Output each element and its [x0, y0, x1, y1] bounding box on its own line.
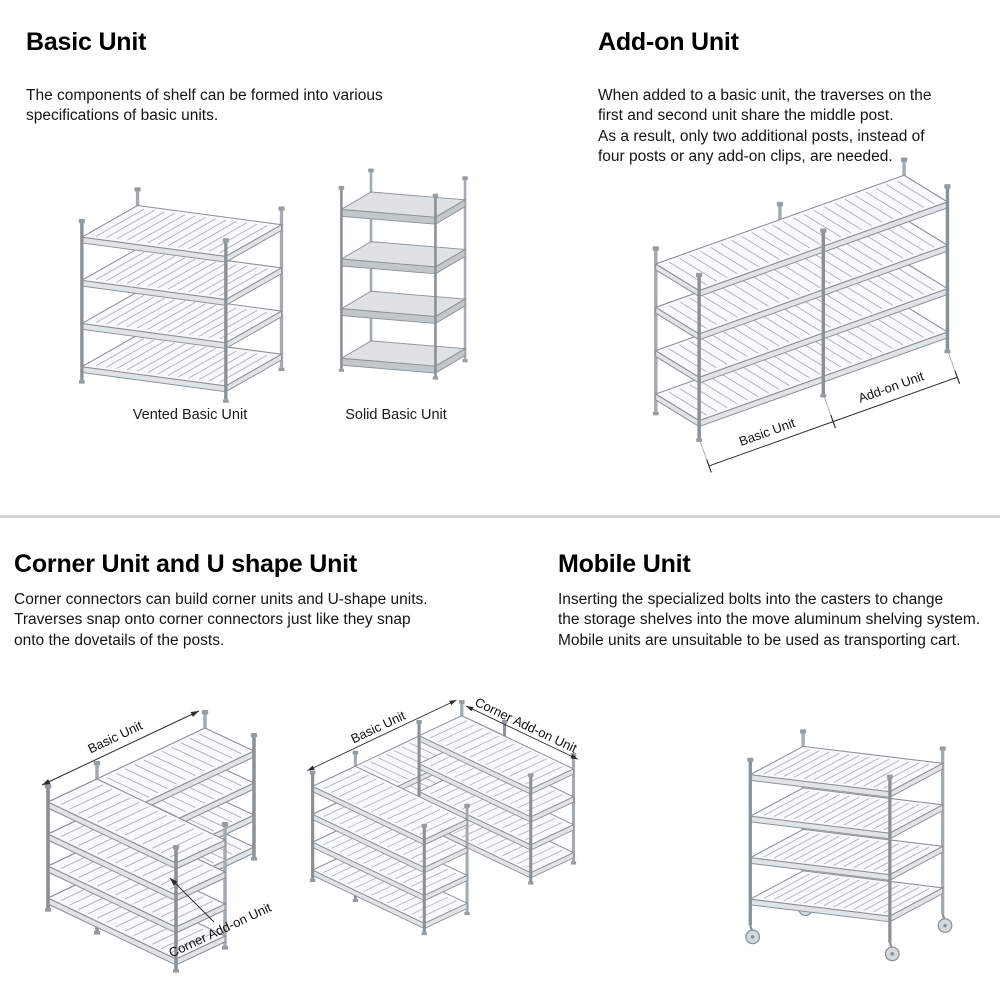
vented-basic-unit-illustration [78, 187, 285, 403]
ushape-unit-illustration [307, 699, 579, 936]
mobile-unit-illustration [745, 729, 953, 962]
corner-ushape-title: Corner Unit and U shape Unit [14, 550, 358, 578]
basic-unit-description: The components of shelf can be formed in… [26, 87, 383, 125]
addon-unit-title: Add-on Unit [598, 28, 739, 56]
corner-ushape-description: Corner connectors can build corner units… [14, 591, 428, 649]
mobile-unit-description: Inserting the specialized bolts into the… [558, 591, 981, 649]
addon-unit-description: When added to a basic unit, the traverse… [598, 87, 932, 166]
solid-basic-unit-illustration [338, 168, 468, 380]
section-divider [0, 515, 1000, 518]
vented-basic-unit-caption: Vented Basic Unit [132, 407, 248, 423]
corner-unit-illustration [41, 710, 258, 973]
addon-unit-illustration [652, 157, 961, 473]
basic-unit-title: Basic Unit [26, 28, 147, 56]
mobile-unit-title: Mobile Unit [558, 550, 691, 578]
solid-basic-unit-caption: Solid Basic Unit [345, 407, 447, 423]
